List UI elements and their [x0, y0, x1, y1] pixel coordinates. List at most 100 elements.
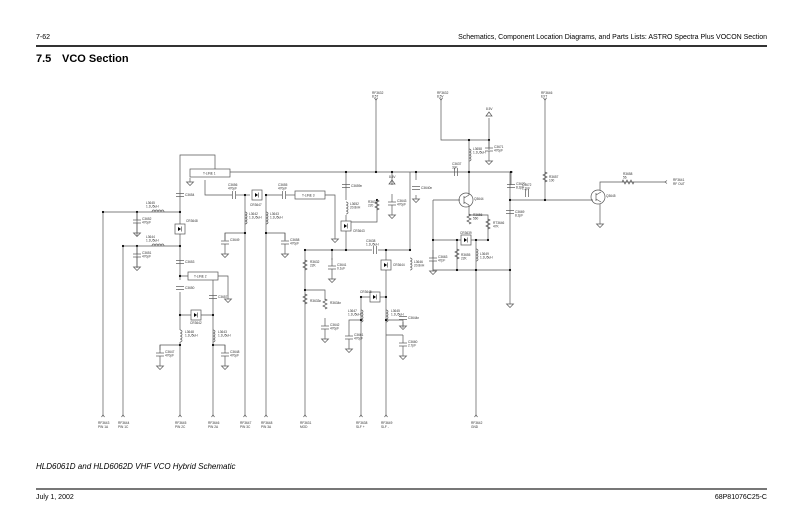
capacitor: C3644n	[399, 316, 419, 320]
junction-dot	[178, 210, 182, 214]
svg-text:MOD: MOD	[300, 425, 308, 429]
svg-text:GND: GND	[471, 425, 479, 429]
svg-text:PIN 2A: PIN 2A	[208, 425, 219, 429]
svg-text:RF3631: RF3631	[300, 421, 312, 425]
junction-dot	[384, 248, 388, 252]
svg-text:RF3646: RF3646	[541, 91, 553, 95]
svg-text:PIN 1C: PIN 1C	[118, 425, 129, 429]
junction-dots	[101, 138, 547, 347]
component-label: C3654	[185, 193, 195, 197]
transistor-icon: Q3644	[458, 192, 484, 208]
junction-dot	[486, 238, 490, 242]
junction-dot	[178, 274, 182, 278]
junction-dot	[467, 138, 471, 142]
junction-dot	[414, 170, 418, 174]
ground-icon	[387, 211, 397, 219]
wires	[102, 100, 665, 415]
svg-text:RF3632: RF3632	[437, 91, 449, 95]
section-title-text: VCO Section	[62, 53, 129, 65]
junction-dot	[344, 248, 348, 252]
junction-dot	[508, 198, 512, 202]
capacitor: C3653	[176, 260, 195, 264]
supply-8-5v-icon: 8.5V	[388, 175, 396, 185]
component-label: Q3645	[606, 194, 616, 198]
svg-text:8.5V: 8.5V	[437, 95, 444, 99]
junction-dot	[474, 238, 478, 242]
ground-icon	[185, 178, 195, 186]
svg-text:PIN 3C: PIN 3C	[240, 425, 251, 429]
t-line-3: T-LINE 2	[187, 271, 219, 281]
capacitor: C3649	[221, 238, 240, 245]
footer-date: July 1, 2002	[36, 494, 74, 501]
junction-dot	[178, 313, 182, 317]
junction-dot	[211, 343, 215, 347]
ground-icon	[330, 235, 340, 243]
svg-text:EXT: EXT	[541, 95, 547, 99]
svg-text:T-LINE 2: T-LINE 2	[194, 275, 207, 279]
supply-8-5v-icon: 8.5V	[485, 107, 493, 117]
component-label: R3633n	[310, 299, 321, 303]
capacitor: C3650	[176, 286, 195, 290]
junction-dot	[359, 295, 363, 299]
junction-dot	[178, 343, 182, 347]
junction-dot	[303, 288, 307, 292]
svg-text:RF3643: RF3643	[98, 421, 110, 425]
svg-text:RF3641: RF3641	[673, 178, 685, 182]
junction-dot	[264, 231, 268, 235]
running-header: Schematics, Component Location Diagrams,…	[458, 34, 767, 41]
svg-text:SLF +: SLF +	[356, 425, 365, 429]
varactor-diode-icon: CR3643	[340, 220, 365, 233]
svg-text:RF3649: RF3649	[381, 421, 393, 425]
junction-dot	[543, 198, 547, 202]
varactor-diode-icon: CR3639	[460, 231, 472, 246]
varactor-diode-icon: CR3642	[190, 309, 202, 325]
varactor-diode-icon: CR3644	[380, 259, 405, 271]
junction-dot	[390, 170, 394, 174]
ground-icon	[398, 322, 408, 330]
component-label: CR3644	[393, 263, 405, 267]
varactor-diode-icon: CR3647	[250, 189, 263, 207]
junction-dot	[384, 318, 388, 322]
junction-dot	[374, 170, 378, 174]
junction-dot	[431, 238, 435, 242]
